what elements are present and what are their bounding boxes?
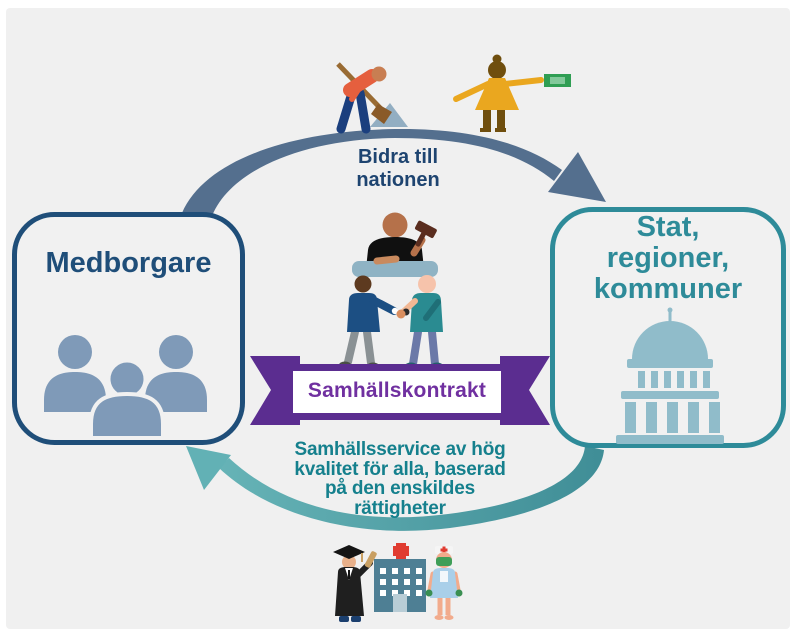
people-group-icon [44,335,207,440]
top-arrow [182,128,606,219]
ribbon-center [286,364,508,420]
bottom-arrow-band [219,446,604,531]
ribbon-right-tail [500,356,550,425]
ribbon-label: Samhällskontrakt [307,379,487,402]
government-building-icon [616,307,724,444]
judge-icon [352,212,438,277]
top-arrowhead-icon [548,152,606,202]
left-box-label: Medborgare [45,247,212,279]
bottom-arrow [186,446,604,531]
graduate-icon [333,545,377,622]
bottom-arrow-label: Samhällsservice av hög kvalitet för alla… [294,439,506,519]
top-arrow-label: Bidra till nationen [356,146,440,191]
handshake-icon [339,275,443,370]
nurse-icon [425,546,463,620]
hospital-icon [374,543,426,612]
taxpayer-icon [453,54,571,132]
construction-worker-icon [336,62,408,134]
right-box-label: Stat, regioner, kommuner [593,211,743,305]
bottom-arrowhead-icon [186,446,231,490]
ribbon-banner [250,356,550,425]
top-arrow-band [182,128,562,219]
